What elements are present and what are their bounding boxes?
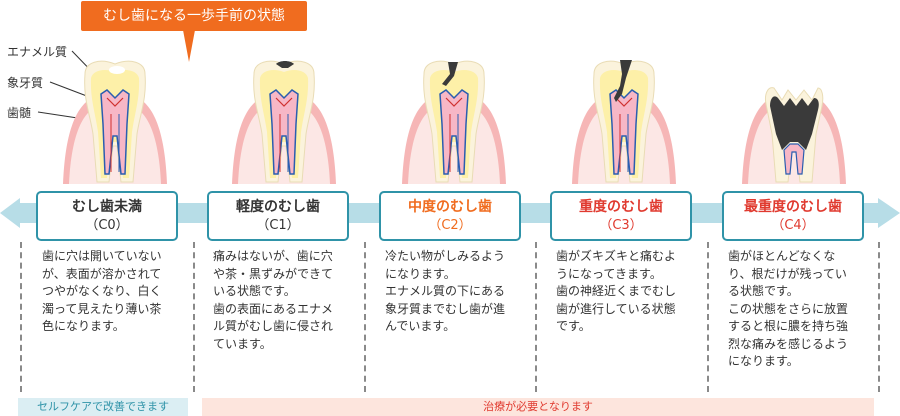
stage-code: （C3） bbox=[599, 218, 643, 233]
stage-c2-description: 冷たい物がしみるようになります。 エナメル質の下にある象牙質までむし歯が進んでい… bbox=[385, 249, 506, 333]
c2-caries-hole bbox=[442, 62, 458, 86]
stage-code: （C1） bbox=[256, 218, 300, 233]
stage-name: 中度のむし歯 bbox=[408, 199, 492, 215]
arrow-right-head bbox=[878, 198, 900, 228]
column-divider bbox=[193, 242, 195, 392]
stage-c2-header: 中度のむし歯 （C2） bbox=[379, 191, 521, 241]
stage-c4-description: 歯がほとんどなくなり、根だけが残っている状態です。 この状態をさらに放置すると根… bbox=[728, 249, 849, 368]
c1-caries-spot bbox=[276, 61, 294, 68]
column-divider bbox=[535, 242, 537, 392]
treatment-band: 治療が必要となります bbox=[202, 398, 874, 416]
stage-c4-header: 最重度のむし歯 （C4） bbox=[722, 191, 864, 241]
c4-caries-area bbox=[770, 96, 819, 150]
label-pulp: 歯髄 bbox=[7, 106, 32, 120]
label-dentin: 象牙質 bbox=[7, 76, 44, 90]
self-care-band: セルフケアで改善できます bbox=[18, 398, 188, 416]
label-enamel: エナメル質 bbox=[7, 45, 68, 59]
stage-code: （C4） bbox=[771, 218, 815, 233]
tooth-c2-illustration bbox=[402, 60, 506, 184]
callout-label: むし歯になる一歩手前の状態 bbox=[81, 1, 307, 31]
stage-name: むし歯未満 bbox=[72, 199, 142, 215]
stage-name: 重度のむし歯 bbox=[579, 199, 663, 215]
stage-name: 軽度のむし歯 bbox=[236, 199, 320, 215]
arrow-left-head bbox=[0, 198, 20, 228]
column-divider bbox=[364, 242, 366, 392]
stage-code: （C0） bbox=[85, 218, 129, 233]
tooth-c3-illustration bbox=[572, 60, 676, 184]
tooth-c4-illustration bbox=[742, 87, 846, 184]
c3-caries-hole bbox=[614, 60, 632, 102]
stage-c0-header: むし歯未満 （C0） bbox=[36, 191, 178, 241]
callout-pointer bbox=[183, 30, 195, 62]
stage-name: 最重度のむし歯 bbox=[744, 199, 842, 215]
stage-code: （C2） bbox=[428, 218, 472, 233]
stage-c0-description: 歯に穴は開いていないが、表面が溶かされてつやがなくなり、白く濁って見えたり薄い茶… bbox=[42, 249, 162, 333]
stage-c3-header: 重度のむし歯 （C3） bbox=[550, 191, 692, 241]
stage-c1-description: 痛みはないが、歯に穴や茶・黒ずみができている状態です。 歯の表面にあるエナメル質… bbox=[213, 249, 334, 351]
tooth-c1-illustration bbox=[232, 60, 336, 184]
tooth-c0-illustration bbox=[63, 60, 167, 184]
column-divider bbox=[707, 242, 709, 392]
stage-c3-description: 歯がズキズキと痛むようになってきます。 歯の神経近くまでむし歯が進行している状態… bbox=[556, 249, 677, 333]
column-divider bbox=[878, 242, 880, 392]
stage-c1-header: 軽度のむし歯 （C1） bbox=[207, 191, 349, 241]
column-divider bbox=[20, 242, 22, 392]
